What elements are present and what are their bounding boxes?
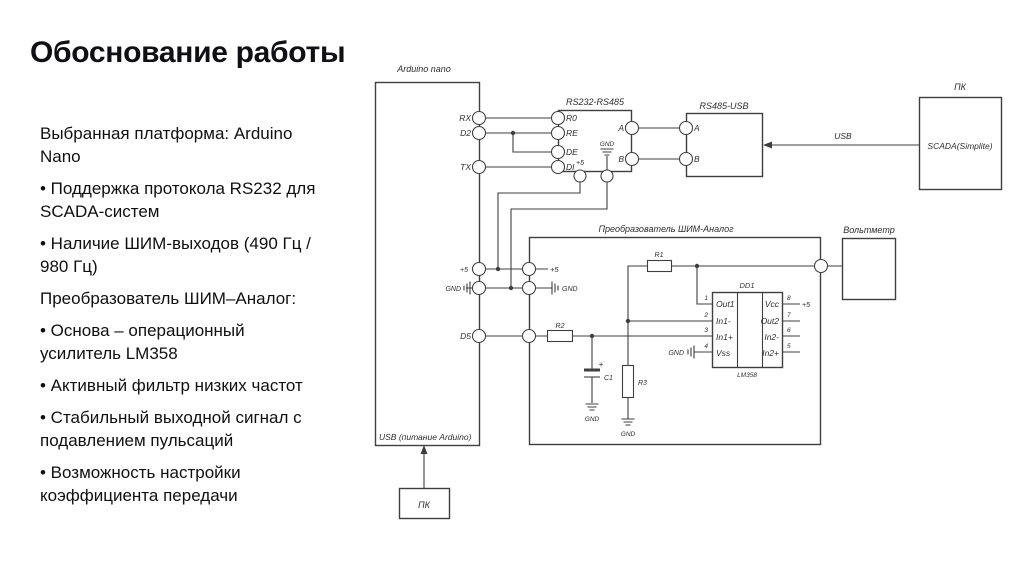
c1-gnd-label: GND [585, 416, 600, 423]
ic-pin-num-3: 3 [704, 327, 708, 334]
ic-dd1-dividers [736, 292, 764, 368]
capacitor-c1-plus-plate [584, 368, 600, 372]
pin-label-tx: TX [460, 162, 471, 172]
pin-label-d2: D2 [460, 128, 471, 138]
pc-bottom-label: ПК [418, 500, 431, 510]
bullet-item: • Стабильный выходной сигнал с подавлени… [40, 408, 302, 450]
vss-net-label: GND [668, 350, 684, 357]
pc-top-box [918, 96, 1003, 191]
pc-top-label: ПК [954, 82, 967, 92]
ic-pin-num-6: 6 [787, 327, 791, 334]
ic-pin-num-8: 8 [787, 295, 791, 302]
bullet-list: Выбранная платформа: Arduino Nano • Подд… [40, 122, 316, 516]
c1-label: C1 [604, 375, 613, 382]
bullet-item: • Поддержка протокола RS232 для SCADA-си… [40, 179, 316, 221]
converter-label: Преобразователь ШИМ-Аналог [598, 224, 734, 234]
pin-label-rs232-b: B [618, 154, 624, 164]
signal-wires [486, 117, 919, 168]
usb-link-label: USB [834, 131, 852, 141]
ic-pin-vcc: Vcc [765, 299, 780, 309]
rs232-label: RS232-RS485 [566, 97, 625, 107]
pin-label-re: RE [566, 128, 578, 138]
ic-pin-num-4: 4 [704, 343, 708, 350]
bullet-item: • Возможность настройки коэффициента пер… [40, 463, 241, 505]
gnd-symbol-c1 [585, 403, 599, 411]
rs232-plus5-label: +5 [576, 160, 584, 167]
rs485-label: RS485-USB [699, 101, 748, 111]
bullet-item: • Активный фильтр низких частот [40, 376, 303, 395]
pin-label-rx: RX [459, 113, 471, 123]
ic-pin-in1m: In1- [716, 316, 731, 326]
ic-part-label: LM358 [737, 372, 757, 379]
rs232-rs485-box [557, 109, 633, 173]
component-boxes [374, 81, 1003, 520]
converter-gnd-label: GND [562, 286, 578, 293]
slide-title: Обоснование работы [30, 36, 346, 69]
ic-pin-in2p: In2+ [762, 348, 779, 358]
ground-symbols [463, 148, 695, 426]
gnd-symbol-r3 [621, 418, 635, 426]
ic-pin-in2m: In2- [764, 332, 779, 342]
r2-label: R2 [556, 323, 565, 330]
voltmeter-box [841, 237, 897, 301]
ic-pin-num-1: 1 [704, 295, 708, 302]
ic-pin-num-5: 5 [787, 343, 791, 350]
bullet-item: • Наличие ШИМ-выходов (490 Гц / 980 Гц) [40, 234, 311, 276]
pin-label-di: DI [566, 162, 575, 172]
converter-wires [423, 265, 842, 488]
resistor-r2 [546, 329, 574, 343]
power-wires [466, 182, 608, 289]
bullet-item: Преобразователь ШИМ–Аналог: [40, 289, 297, 308]
vcc-net-label: +5 [802, 302, 810, 309]
resistor-r3 [621, 364, 635, 399]
c1-polarity: + [599, 360, 604, 369]
gnd-symbol-converter [551, 281, 559, 295]
arduino-label: Arduino nano [396, 64, 451, 74]
ic-pin-num-2: 2 [703, 312, 708, 319]
ic-pin-out1: Out1 [716, 299, 735, 309]
pc-power-arrowhead [420, 445, 428, 454]
converter-plus5-label: +5 [550, 265, 559, 274]
pin-label-d5: D5 [460, 331, 471, 341]
ic-pin-num-7: 7 [787, 312, 791, 319]
pc-bottom-box [398, 487, 451, 520]
terminals [471, 110, 829, 344]
scada-label: SCADA(Simplite) [927, 141, 992, 151]
ic-pin-in1p: In1+ [716, 332, 733, 342]
r1-label: R1 [655, 252, 664, 259]
ic-pin-vss: Vss [716, 348, 731, 358]
usb-arrowhead [763, 141, 772, 149]
r3-label: R3 [638, 380, 647, 387]
pin-label-de: DE [566, 147, 578, 157]
pin-label-r0: R0 [566, 113, 577, 123]
rs232-gnd-label: GND [600, 141, 615, 148]
arduino-usb-note: USB (питание Arduino) [379, 432, 472, 442]
bullet-item: • Основа – операционный усилитель LM358 [40, 321, 245, 363]
ic-pin-out2: Out2 [761, 316, 780, 326]
r3-gnd-label: GND [621, 431, 636, 438]
gnd-symbol-rs232 [600, 148, 614, 170]
pin-label-arduino-plus5: +5 [460, 267, 468, 274]
pin-label-rs485-a: A [693, 123, 700, 133]
pin-label-rs232-a: A [617, 123, 624, 133]
gnd-symbol-arduino [463, 281, 471, 295]
pin-label-rs485-b: B [694, 154, 700, 164]
voltmeter-label: Вольтметр [843, 225, 895, 235]
ic-dd1-box [711, 291, 784, 369]
resistor-r1 [646, 259, 673, 273]
gnd-symbol-vss [687, 345, 695, 359]
rs485-usb-box [685, 112, 764, 178]
pin-label-arduino-gnd: GND [445, 286, 461, 293]
bullet-item: Выбранная платформа: Arduino Nano [40, 124, 293, 166]
wires [420, 117, 919, 488]
junction-dots [495, 130, 700, 339]
ic-ref-label: DD1 [739, 281, 754, 290]
